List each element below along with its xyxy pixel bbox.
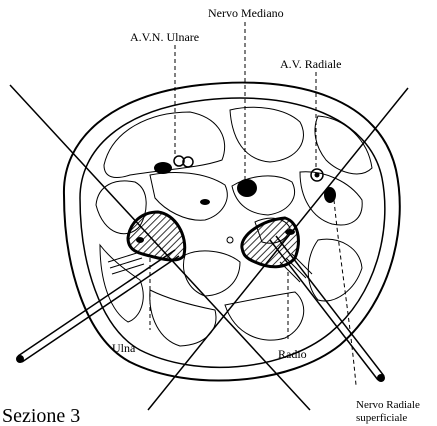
label-radio: Radio xyxy=(278,347,307,361)
fixation-pin-left xyxy=(16,250,179,363)
label-sezione: Sezione 3 xyxy=(2,405,80,426)
label-ulna: Ulna xyxy=(112,341,136,355)
label-nervo-radiale: Nervo Radiale xyxy=(356,399,420,411)
label-nervo-mediano: Nervo Mediano xyxy=(208,6,284,20)
label-avn-ulnare: A.V.N. Ulnare xyxy=(130,30,199,44)
leader-lines xyxy=(150,22,356,385)
label-nervo-radiale-superficiale: superficiale xyxy=(356,412,407,424)
label-av-radiale: A.V. Radiale xyxy=(280,57,341,71)
x-cross-lines xyxy=(10,85,408,410)
